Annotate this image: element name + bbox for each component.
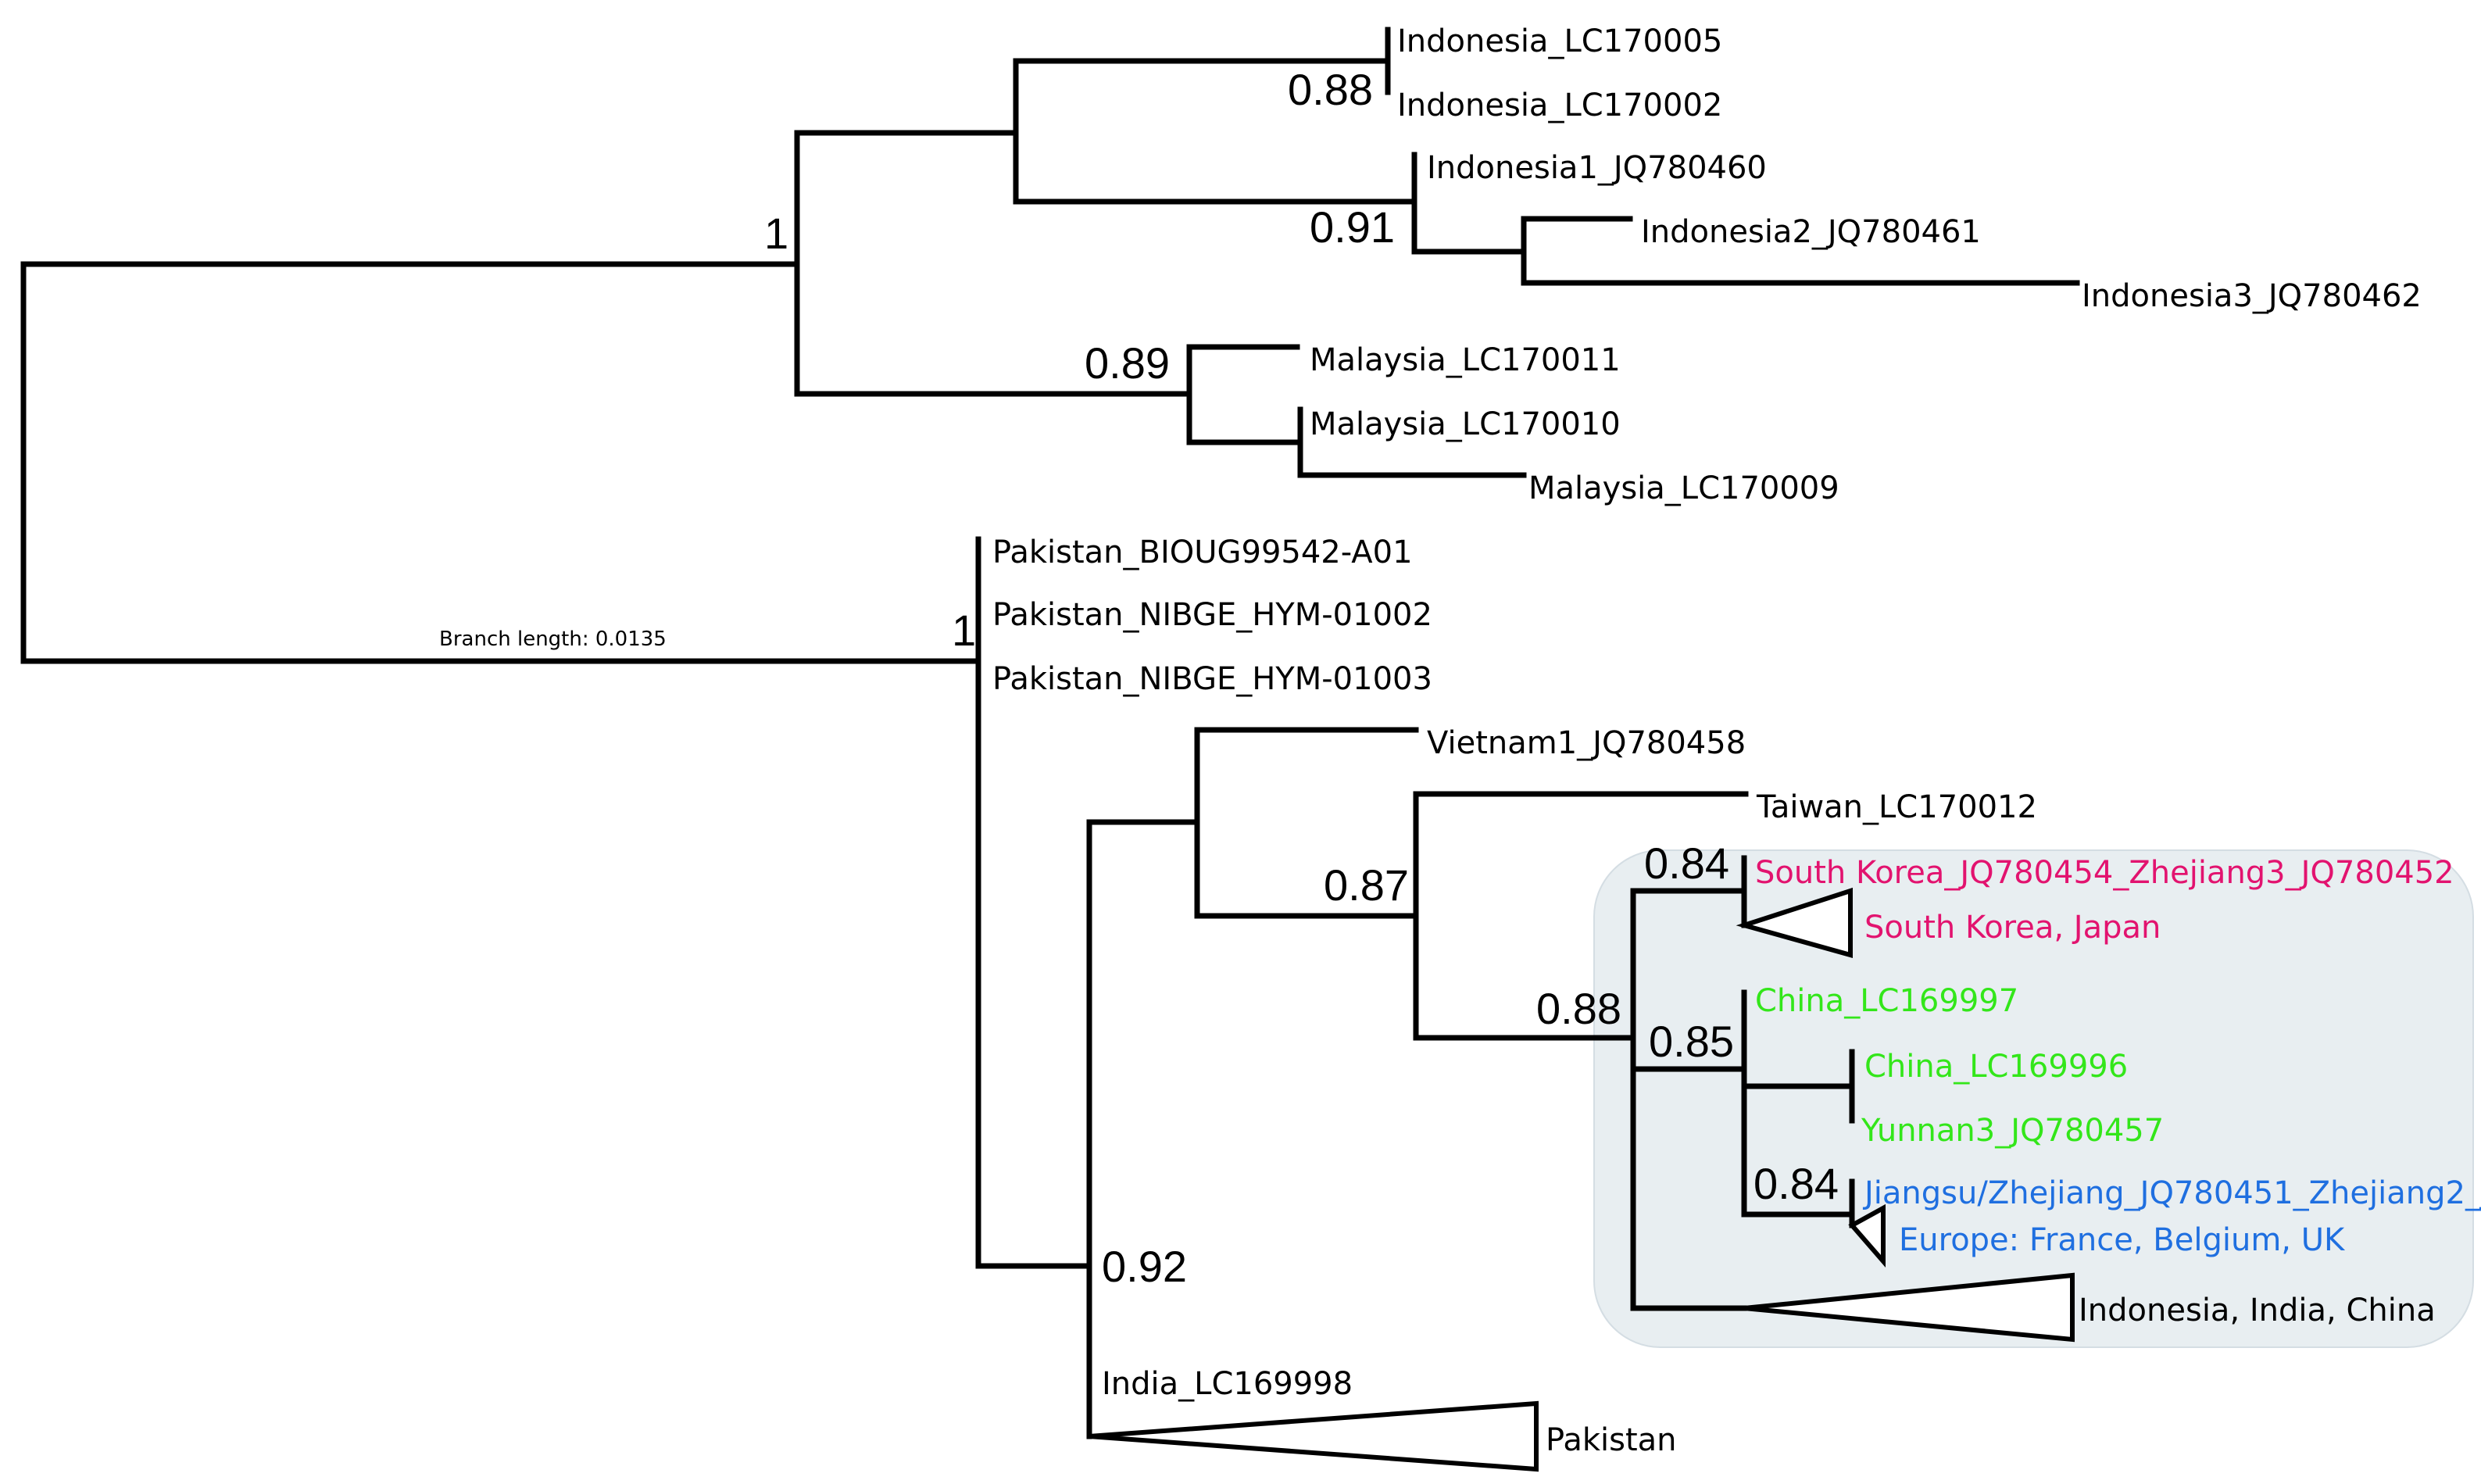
support-values: 1 0.88 0.91 0.89 1 0.92 0.87 0.88 0.84 0… — [764, 65, 1839, 1291]
support-084b: 0.84 — [1754, 1159, 1839, 1208]
tip-indonesia3-jq780462: Indonesia3_JQ780462 — [2082, 278, 2422, 314]
highlight-box — [1593, 849, 2474, 1348]
support-092: 0.92 — [1102, 1242, 1187, 1291]
tip-pakistan-nibge-01003: Pakistan_NIBGE_HYM-01003 — [992, 661, 1432, 697]
support-087: 0.87 — [1324, 860, 1409, 910]
collapsed-clade-indonesia-india-china — [1743, 1272, 2075, 1343]
collapsed-clade-south-korea-japan — [1736, 887, 1853, 958]
support-malaysia: 0.89 — [1085, 338, 1170, 388]
tip-europe-clade: Europe: France, Belgium, UK — [1899, 1222, 2346, 1258]
tip-india-lc169998: India_LC169998 — [1102, 1366, 1353, 1402]
support-root-top: 1 — [764, 209, 788, 258]
tip-pakistan-nibge-01002: Pakistan_NIBGE_HYM-01002 — [992, 597, 1432, 633]
tip-china-lc169997: China_LC169997 — [1755, 983, 2018, 1019]
tip-south-korea-zhejiang3: South Korea_JQ780454_Zhejiang3_JQ780452 — [1755, 855, 2454, 891]
support-088: 0.88 — [1536, 984, 1621, 1033]
tip-labels: Indonesia_LC170005 Indonesia_LC170002 In… — [992, 23, 2481, 1458]
tip-taiwan: Taiwan_LC170012 — [1756, 789, 2037, 825]
tip-china-lc169996: China_LC169996 — [1864, 1049, 2128, 1085]
tip-indonesia-lc170002: Indonesia_LC170002 — [1397, 88, 1722, 123]
tip-indonesia-india-china-clade: Indonesia, India, China — [2079, 1293, 2436, 1328]
support-indonesia-lc: 0.88 — [1288, 65, 1373, 114]
tip-indonesia-lc170005: Indonesia_LC170005 — [1397, 23, 1722, 59]
tip-malaysia-lc170011: Malaysia_LC170011 — [1310, 342, 1621, 378]
collapsed-clade-europe — [1848, 1203, 1886, 1268]
tip-yunnan3: Yunnan3_JQ780457 — [1861, 1113, 2164, 1149]
tip-jiangsu-zhejiang: Jiangsu/Zhejiang_JQ780451_Zhejiang2_JQ78… — [1862, 1175, 2481, 1211]
tree-branches — [20, 27, 2080, 1439]
tip-malaysia-lc170010: Malaysia_LC170010 — [1310, 406, 1621, 442]
tip-malaysia-lc170009: Malaysia_LC170009 — [1528, 470, 1839, 506]
tip-indonesia1-jq780460: Indonesia1_JQ780460 — [1427, 150, 1767, 186]
support-085: 0.85 — [1649, 1017, 1734, 1066]
support-indonesia-jq: 0.91 — [1310, 202, 1395, 252]
support-084a: 0.84 — [1644, 839, 1729, 888]
tip-pakistan-biouq: Pakistan_BIOUG99542-A01 — [992, 535, 1413, 570]
tip-vietnam1: Vietnam1_JQ780458 — [1427, 725, 1746, 761]
tip-pakistan-clade: Pakistan — [1546, 1422, 1677, 1458]
collapsed-clade-pakistan — [1089, 1400, 1539, 1472]
support-pakistan: 1 — [952, 606, 976, 655]
tip-indonesia2-jq780461: Indonesia2_JQ780461 — [1641, 214, 1981, 250]
branch-length-note: Branch length: 0.0135 — [439, 628, 667, 651]
tip-south-korea-japan-clade: South Korea, Japan — [1864, 910, 2161, 946]
